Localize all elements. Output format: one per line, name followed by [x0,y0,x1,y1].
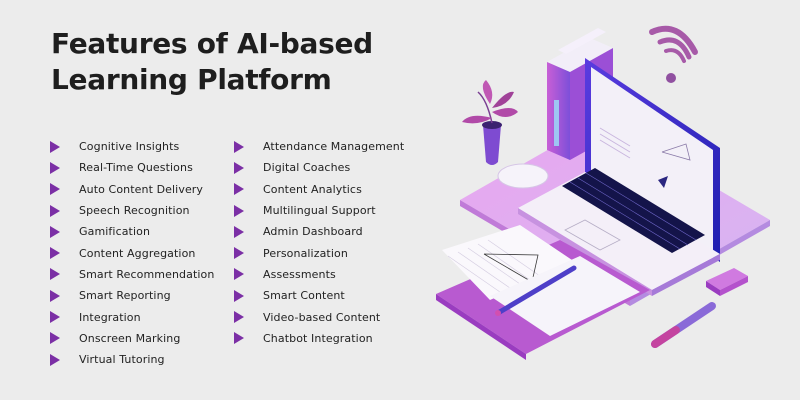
plant-icon [462,80,518,165]
feature-label: Admin Dashboard [263,225,363,239]
feature-label: Speech Recognition [79,204,190,218]
marker-icon [651,302,716,348]
feature-label: Smart Content [263,289,345,303]
triangle-bullet-icon [50,268,60,281]
feature-item: Personalization [234,242,404,263]
feature-label: Auto Content Delivery [79,182,204,196]
wifi-icon [649,25,698,83]
feature-label: Content Analytics [263,182,362,196]
triangle-bullet-icon [50,140,60,153]
triangle-bullet-icon [234,332,244,345]
feature-label: Virtual Tutoring [79,353,165,367]
feature-label: Smart Reporting [79,289,171,303]
laptop-base-icon [518,168,720,296]
feature-item: Admin Dashboard [234,221,404,242]
feature-item: Onscreen Marking [50,328,214,349]
triangle-bullet-icon [234,204,244,217]
feature-list-left: Cognitive Insights Real-Time Questions A… [50,136,214,370]
page-title: Features of AI-based Learning Platform [51,26,373,98]
feature-label: Integration [79,310,141,324]
feature-item: Smart Content [234,285,404,306]
triangle-bullet-icon [234,183,244,196]
title-line-1: Features of AI-based [51,27,373,60]
feature-label: Chatbot Integration [263,331,373,345]
feature-label: Video-based Content [263,310,381,324]
feature-item: Smart Recommendation [50,264,214,285]
triangle-bullet-icon [50,311,60,324]
triangle-bullet-icon [234,268,244,281]
feature-label: Multilingual Support [263,204,376,218]
feature-label: Assessments [263,267,336,281]
triangle-bullet-icon [234,140,244,153]
feature-item: Multilingual Support [234,200,404,221]
feature-label: Smart Recommendation [79,267,215,281]
feature-item: Video-based Content [234,306,404,327]
feature-item: Integration [50,306,214,327]
feature-item: Attendance Management [234,136,404,157]
triangle-bullet-icon [50,332,60,345]
feature-label: Real-Time Questions [79,161,193,175]
feature-item: Content Analytics [234,179,404,200]
triangle-bullet-icon [50,247,60,260]
triangle-bullet-icon [50,161,60,174]
feature-item: Chatbot Integration [234,328,404,349]
mouse-icon [497,163,549,189]
notebook-icon [436,225,650,360]
triangle-bullet-icon [234,311,244,324]
laptop-screen-icon [585,58,720,262]
feature-label: Cognitive Insights [79,140,180,154]
feature-label: Content Aggregation [79,246,196,260]
feature-label: Gamification [79,225,151,239]
feature-item: Assessments [234,264,404,285]
triangle-bullet-icon [50,183,60,196]
eraser-icon [706,268,748,296]
pen-icon [495,265,577,316]
triangle-bullet-icon [234,225,244,238]
triangle-bullet-icon [50,353,60,366]
triangle-bullet-icon [234,289,244,302]
feature-label: Attendance Management [263,140,405,154]
laptop-illustration [420,10,790,390]
feature-item: Virtual Tutoring [50,349,214,370]
feature-item: Speech Recognition [50,200,214,221]
triangle-bullet-icon [234,247,244,260]
feature-item: Digital Coaches [234,157,404,178]
feature-list-right: Attendance Management Digital Coaches Co… [234,136,404,349]
feature-item: Cognitive Insights [50,136,214,157]
feature-item: Real-Time Questions [50,157,214,178]
feature-label: Onscreen Marking [79,331,181,345]
feature-label: Personalization [263,246,348,260]
triangle-bullet-icon [50,204,60,217]
triangle-bullet-icon [50,289,60,302]
feature-item: Content Aggregation [50,242,214,263]
feature-item: Auto Content Delivery [50,179,214,200]
triangle-bullet-icon [234,161,244,174]
title-line-2: Learning Platform [51,63,332,96]
feature-item: Smart Reporting [50,285,214,306]
feature-label: Digital Coaches [263,161,351,175]
triangle-bullet-icon [50,225,60,238]
feature-item: Gamification [50,221,214,242]
